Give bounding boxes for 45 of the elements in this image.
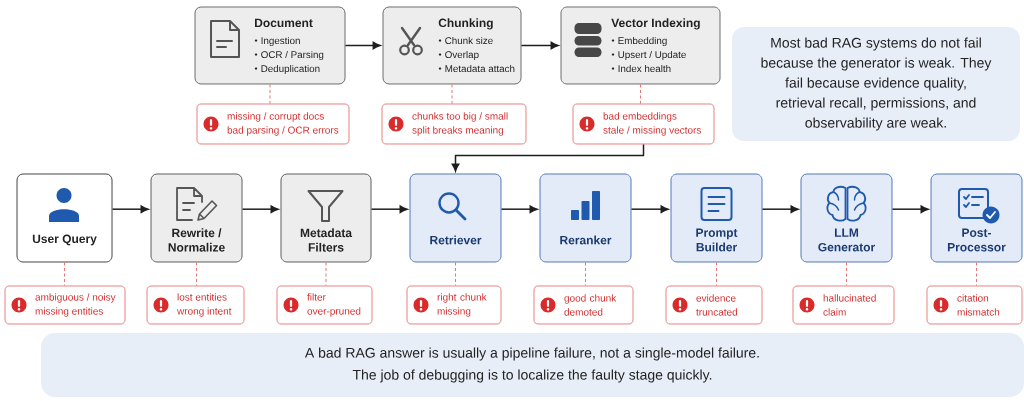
arrow bbox=[344, 41, 381, 50]
process-box: Chunking Chunk size Overlap Metadata attach bbox=[382, 6, 522, 85]
arrow bbox=[630, 205, 669, 213]
dashed-line bbox=[451, 83, 453, 105]
stage-box: User Query bbox=[16, 173, 113, 263]
warning-box: right chunk missing bbox=[406, 285, 502, 325]
stage-box: Post-Processor bbox=[930, 173, 1023, 263]
dashed-line bbox=[716, 262, 717, 287]
arrow bbox=[520, 41, 559, 50]
dashed-line bbox=[585, 262, 586, 287]
arrow bbox=[111, 205, 149, 213]
arrow bbox=[891, 205, 929, 213]
warning-box: chunks too big / small split breaks meaning bbox=[381, 103, 527, 145]
warning-box: good chunk demoted bbox=[533, 285, 634, 325]
dashed-line bbox=[640, 83, 641, 105]
note-box: Most bad RAG systems do not fail because the generator is weak. They fail because evidence quality, retrieval recall, permissions, and observability are weak. bbox=[732, 27, 1020, 141]
stage-box: LLM Generator bbox=[800, 173, 893, 263]
arrow bbox=[761, 205, 799, 213]
stage-box: Retriever bbox=[409, 173, 502, 263]
arrow bbox=[370, 205, 408, 213]
dashed-line bbox=[846, 262, 847, 287]
arrow bbox=[500, 205, 538, 213]
dashed-line bbox=[455, 262, 456, 287]
warning-box: ambiguous / noisy missing entities bbox=[4, 285, 126, 325]
dashed-line bbox=[64, 262, 65, 287]
dashed-line bbox=[269, 83, 271, 105]
warning-box: bad embeddings stale / missing vectors bbox=[572, 103, 715, 145]
stage-box: Reranker bbox=[539, 173, 632, 263]
summary-banner: A bad RAG answer is usually a pipeline failure, not a single-model failure. The job of debugging is to localize the faulty stage quickly. bbox=[41, 333, 1024, 397]
dashed-line bbox=[196, 262, 197, 287]
warning-box: lost entities wrong intent bbox=[146, 285, 245, 325]
stage-box: Rewrite / Normalize bbox=[150, 173, 243, 263]
dashed-line bbox=[976, 262, 977, 287]
warning-box: evidence truncated bbox=[665, 285, 763, 325]
process-box: Vector Indexing Embedding Upsert / Update Index health bbox=[560, 6, 721, 85]
warning-box: hallucinated claim bbox=[792, 285, 895, 325]
arrow bbox=[451, 143, 645, 172]
stage-box: Metadata Filters bbox=[280, 173, 372, 263]
process-box: Document Ingestion OCR / Parsing Deduplication bbox=[194, 6, 346, 85]
warning-box: missing / corrupt docs bad parsing / OCR errors bbox=[196, 103, 350, 145]
stage-box: Prompt Builder bbox=[670, 173, 763, 263]
dashed-line bbox=[325, 262, 327, 287]
arrow bbox=[241, 205, 279, 213]
warning-box: filter over-pruned bbox=[276, 285, 373, 325]
warning-box: citation mismatch bbox=[926, 285, 1023, 325]
